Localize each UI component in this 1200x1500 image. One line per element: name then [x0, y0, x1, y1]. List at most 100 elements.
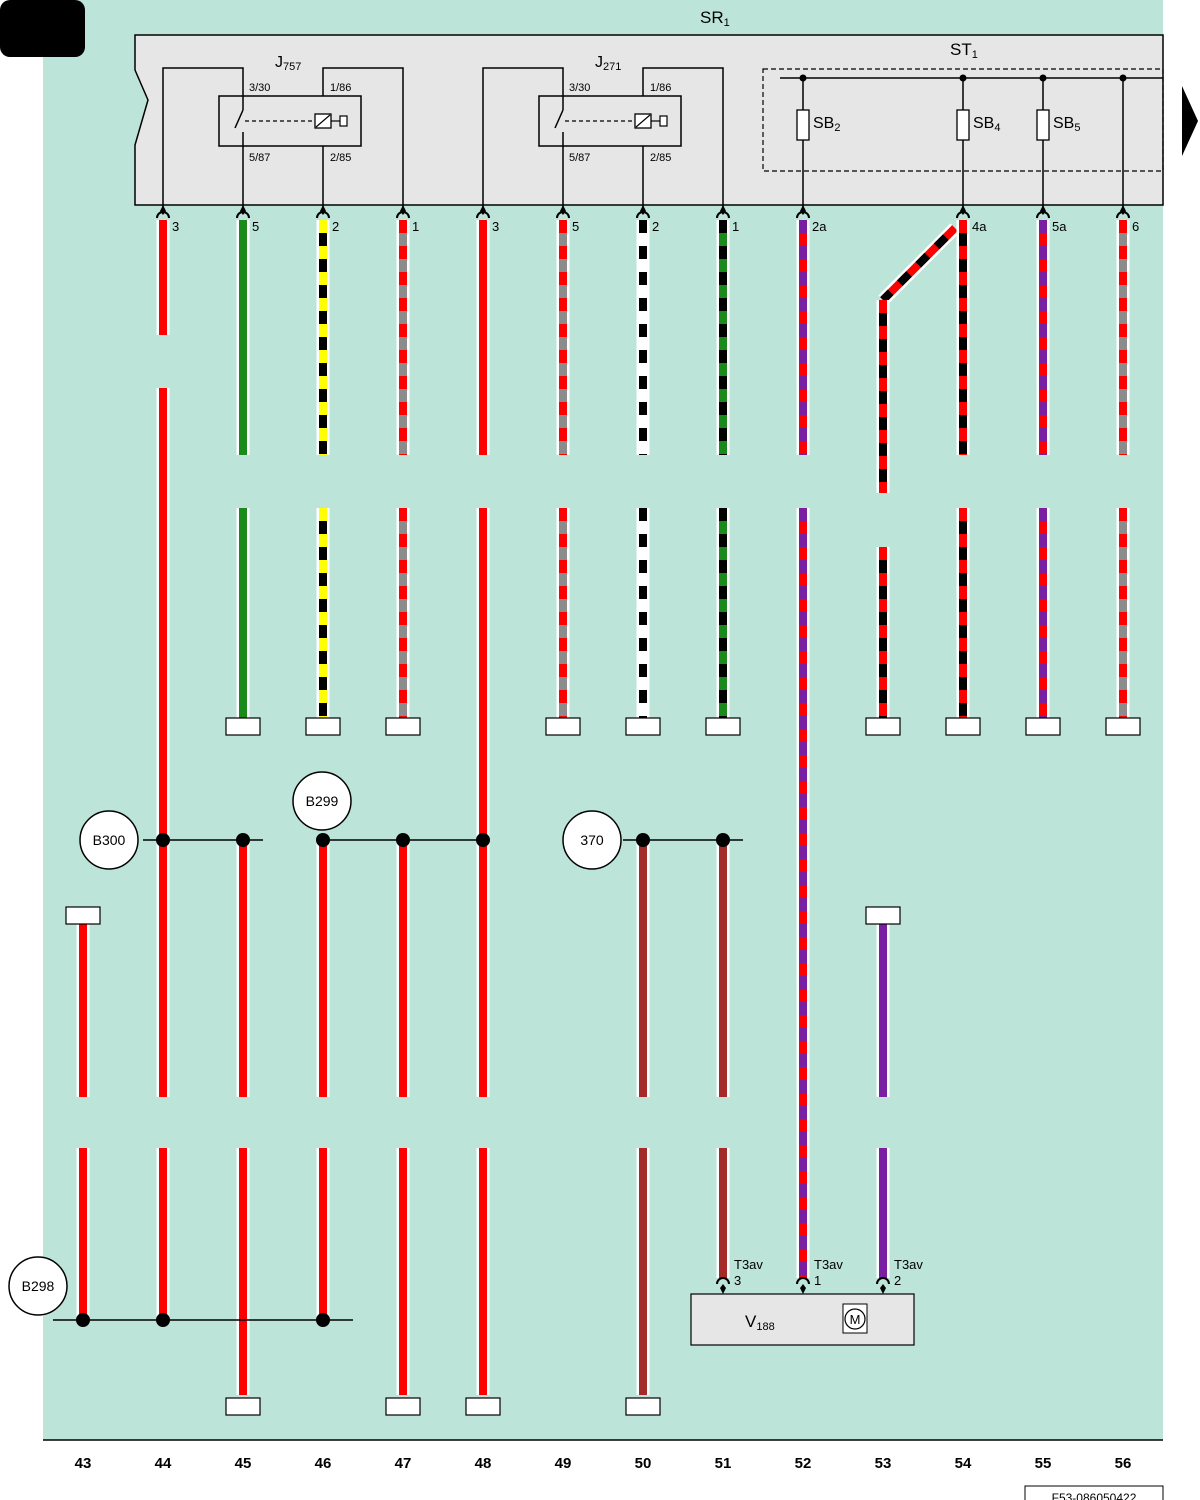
junction-dot	[316, 1313, 330, 1327]
ref-50-box	[625, 717, 661, 736]
pin-arrow	[400, 205, 406, 215]
pin-label-56: 6	[1132, 219, 1139, 234]
pin-label-51: 1	[732, 219, 739, 234]
lower-bottom-ref-47-box	[385, 1397, 421, 1416]
pin-arrow	[240, 205, 246, 215]
column-number: 45	[235, 1455, 252, 1472]
ref-46-box	[305, 717, 341, 736]
column-number: 52	[795, 1455, 812, 1472]
pin-label-54: 4a	[972, 219, 987, 234]
motor-icon: M	[842, 1303, 868, 1334]
fuse-label: SB5	[1053, 115, 1080, 134]
junction-dot	[716, 833, 730, 847]
fuse-symbol	[796, 109, 810, 141]
relay-diode	[659, 115, 668, 127]
junction-b300: B300	[93, 832, 126, 848]
pin-arrow	[1120, 205, 1126, 215]
t3av-connector	[716, 1277, 730, 1285]
ref-54-box	[945, 717, 981, 736]
t3av-connector	[796, 1277, 810, 1285]
relay-label: J271	[595, 54, 621, 73]
relay-wire	[162, 67, 244, 210]
pin-label-47: 1	[412, 219, 419, 234]
column-number: 48	[475, 1455, 492, 1472]
relay-box	[538, 95, 682, 147]
lower-bottom-ref-50-box	[625, 1397, 661, 1416]
pin-label-55: 5a	[1052, 219, 1067, 234]
junction-370: 370	[580, 832, 604, 848]
column-number: 46	[315, 1455, 332, 1472]
junction-dot	[316, 833, 330, 847]
pin-label-46: 2	[332, 219, 339, 234]
st1-fuse-box	[762, 68, 1164, 172]
relay-terminal: 3/30	[569, 82, 590, 94]
relay-terminal: 5/87	[569, 152, 590, 164]
t3av-pin: 3	[734, 1273, 741, 1288]
page-tab	[0, 0, 85, 57]
junction-b300-circle	[79, 810, 139, 870]
t3av-label: T3av	[894, 1257, 923, 1272]
pin-label-45: 5	[252, 219, 259, 234]
ref-45-box	[225, 717, 261, 736]
column-number: 47	[395, 1455, 412, 1472]
relay-label: J757	[275, 54, 301, 73]
t3av-pin: 2	[894, 1273, 901, 1288]
t3av-label: T3av	[734, 1257, 763, 1272]
relay-wire	[642, 67, 724, 210]
t3av-connector	[876, 1277, 890, 1285]
column-number: 53	[875, 1455, 892, 1472]
column-number: 50	[635, 1455, 652, 1472]
sr1-label: SR1	[700, 8, 730, 29]
relay-terminal: 3/30	[249, 82, 270, 94]
ref-49-box	[545, 717, 581, 736]
column-number: 51	[715, 1455, 732, 1472]
relay-switch-blade	[554, 109, 564, 129]
junction-dot	[396, 833, 410, 847]
v188-label: V188	[745, 1312, 775, 1333]
junction-dot	[236, 833, 250, 847]
junction-dot	[476, 833, 490, 847]
relay-wire	[322, 67, 404, 210]
t3av-pin: 1	[814, 1273, 821, 1288]
ref-56-box	[1105, 717, 1141, 736]
relay-box	[218, 95, 362, 147]
lower-top-ref-43-box	[65, 906, 101, 925]
junction-dot	[76, 1313, 90, 1327]
junction-dot	[156, 1313, 170, 1327]
upper-wire-53-diag	[878, 223, 960, 305]
ref-47-box	[385, 717, 421, 736]
st1-label: ST1	[950, 40, 978, 61]
column-number: 44	[155, 1455, 172, 1472]
pin-label-44: 3	[172, 219, 179, 234]
arrow-right-icon[interactable]	[1182, 86, 1198, 156]
t3av-arrow	[800, 1284, 806, 1294]
lower-bottom-ref-45-box	[225, 1397, 261, 1416]
relay-terminal: 1/86	[650, 82, 671, 94]
pin-arrow	[800, 205, 806, 215]
junction-dot	[636, 833, 650, 847]
junction-b299-circle	[292, 771, 352, 831]
relay-terminal: 2/85	[650, 152, 671, 164]
junction-dot	[156, 833, 170, 847]
junction-b298-circle	[8, 1256, 68, 1316]
column-number: 43	[75, 1455, 92, 1472]
column-number: 49	[555, 1455, 572, 1472]
pin-label-50: 2	[652, 219, 659, 234]
pin-arrow	[160, 205, 166, 215]
relay-coil-slash	[315, 114, 331, 128]
t3av-label: T3av	[814, 1257, 843, 1272]
relay-terminal: 5/87	[249, 152, 270, 164]
relay-terminal: 2/85	[330, 152, 351, 164]
relay-diode	[339, 115, 348, 127]
junction-370-circle	[562, 810, 622, 870]
relay-j271: 3/30 1/86 5/87 2/85 J271	[482, 54, 724, 210]
upper-wire-53-diag-stripe	[880, 225, 958, 303]
junction-b298: B298	[22, 1278, 55, 1294]
pin-arrow	[320, 205, 326, 215]
pin-label-48: 3	[492, 219, 499, 234]
pin-arrow	[960, 205, 966, 215]
relay-switch-blade	[234, 109, 244, 129]
ref-53-box	[865, 717, 901, 736]
